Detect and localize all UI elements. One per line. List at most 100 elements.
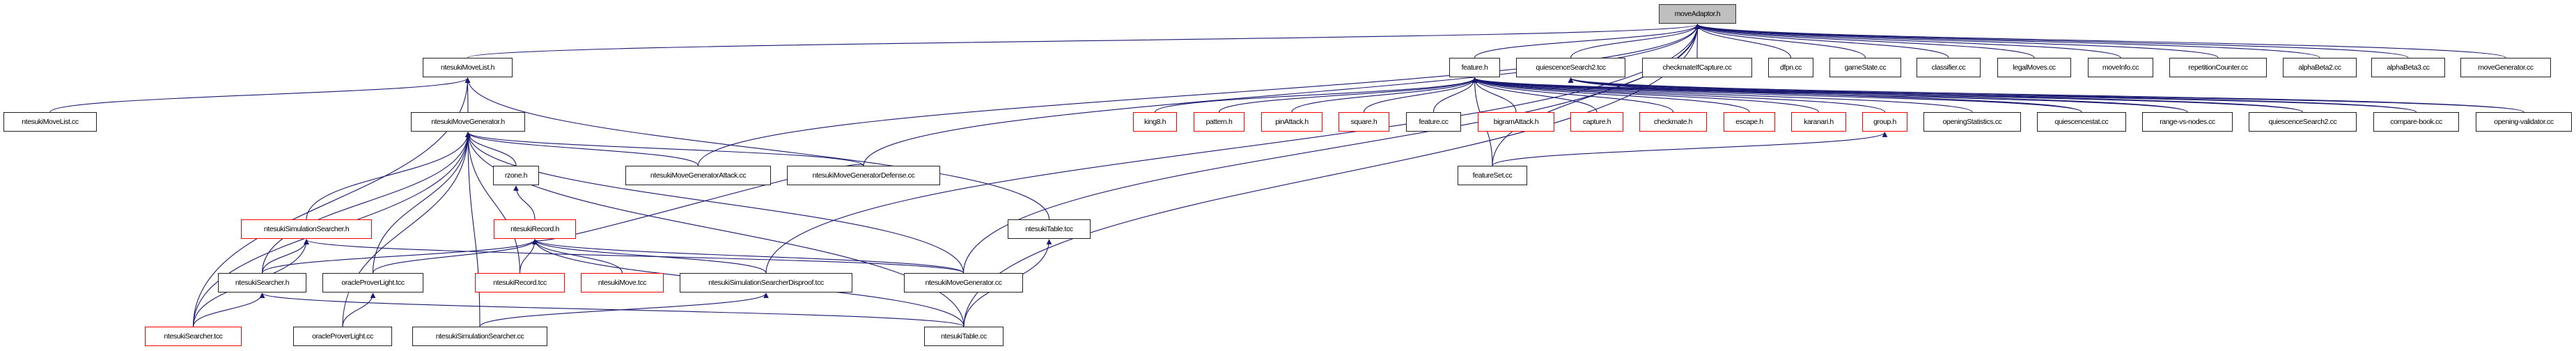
node-moveinfo-cc[interactable]: moveInfo.cc bbox=[2088, 58, 2153, 77]
node-ntesukimovegenerator-h[interactable]: ntesukiMoveGenerator.h bbox=[411, 112, 525, 132]
edge-repetitioncounter-cc-to-moveadaptor-h bbox=[1694, 24, 2219, 58]
node-ntesukirecord-tcc[interactable]: ntesukiRecord.tcc bbox=[475, 273, 565, 292]
node-oracleproverlight-cc[interactable]: oracleProverLight.cc bbox=[293, 327, 392, 346]
node-ntesukitable-tcc[interactable]: ntesukiTable.tcc bbox=[1008, 219, 1091, 239]
node-featureset-cc[interactable]: featureSet.cc bbox=[1458, 166, 1527, 185]
node-label: gameState.cc bbox=[1844, 63, 1887, 72]
node-checkmateifcapture-cc[interactable]: checkmateIfCapture.cc bbox=[1642, 58, 1752, 77]
edge-quiescencesearch2-cc-to-quiescencesearch2-tcc bbox=[1568, 77, 2304, 113]
node-quiescencestat-cc[interactable]: quiescencestat.cc bbox=[2037, 112, 2126, 132]
node-label: range-vs-nodes.cc bbox=[2160, 118, 2215, 126]
edge-ntesukirecord-tcc-to-ntesukirecord-h bbox=[519, 239, 538, 274]
node-openingstatistics-cc[interactable]: openingStatistics.cc bbox=[1923, 112, 2021, 132]
edge-alphabeta3-cc-to-moveadaptor-h bbox=[1694, 24, 2409, 58]
node-alphabeta2-cc[interactable]: alphaBeta2.cc bbox=[2283, 58, 2357, 77]
edge-ntesukimovegenerator-cc-to-ntesukimovegenerator-h bbox=[465, 132, 965, 274]
edge-karanari-h-to-feature-h bbox=[1472, 77, 1820, 113]
edge-compare-book-cc-to-quiescencesearch2-tcc bbox=[1568, 77, 2417, 113]
edge-ntesukisearcher-h-to-ntesukirecord-h bbox=[261, 239, 538, 274]
node-ntesukisearcher-h[interactable]: ntesukiSearcher.h bbox=[218, 273, 306, 292]
node-quiescencesearch2-cc[interactable]: quiescenceSearch2.cc bbox=[2249, 112, 2357, 132]
node-checkmate-h[interactable]: checkmate.h bbox=[1639, 112, 1707, 132]
node-gamestate-cc[interactable]: gameState.cc bbox=[1829, 58, 1901, 77]
node-alphabeta3-cc[interactable]: alphaBeta3.cc bbox=[2371, 58, 2445, 77]
node-ntesukitable-cc[interactable]: ntesukiTable.cc bbox=[924, 327, 1004, 346]
edge-ntesukisearcher-tcc-to-ntesukisearcher-h bbox=[192, 292, 265, 327]
node-legalmoves-cc[interactable]: legalMoves.cc bbox=[1997, 58, 2071, 77]
node-ntesukimove-tcc[interactable]: ntesukiMove.tcc bbox=[581, 273, 664, 292]
edge-ntesukirecord-h-to-rzone-h bbox=[513, 185, 536, 220]
edge-legalmoves-cc-to-moveadaptor-h bbox=[1694, 24, 2035, 58]
edge-featureset-cc-to-moveadaptor-h bbox=[1492, 24, 1701, 166]
node-label: moveAdaptor.h bbox=[1674, 10, 1721, 18]
node-label: ntesukiRecord.tcc bbox=[493, 279, 547, 287]
node-label: ntesukiTable.cc bbox=[941, 332, 987, 341]
node-label: bigramAttack.h bbox=[1493, 118, 1539, 126]
node-ntesukimovelist-cc[interactable]: ntesukiMoveList.cc bbox=[3, 112, 97, 132]
node-label: repetitionCounter.cc bbox=[2188, 63, 2248, 72]
node-label: square.h bbox=[1350, 118, 1377, 126]
node-label: openingStatistics.cc bbox=[1942, 118, 2002, 126]
edge-ntesukimovegenerator-cc-to-ntesukirecord-h bbox=[532, 239, 965, 274]
edge-ntesukisimulationsearcherdisproof-tcc-to-moveadaptor-h bbox=[765, 24, 1701, 274]
edge-square-h-to-feature-h bbox=[1363, 77, 1478, 113]
node-opening-validator-cc[interactable]: opening-validator.cc bbox=[2476, 112, 2572, 132]
node-rzone-h[interactable]: rzone.h bbox=[493, 166, 539, 185]
node-pattern-h[interactable]: pattern.h bbox=[1194, 112, 1244, 132]
node-label: pinAttack.h bbox=[1275, 118, 1309, 126]
node-compare-book-cc[interactable]: compare-book.cc bbox=[2373, 112, 2459, 132]
node-label: ntesukiRecord.h bbox=[510, 225, 559, 233]
edge-ntesukimovegeneratorattack-cc-to-moveadaptor-h bbox=[697, 24, 1701, 166]
node-classifier-cc[interactable]: classifier.cc bbox=[1917, 58, 1981, 77]
node-ntesukisimulationsearcherdisproof-tcc[interactable]: ntesukiSimulationSearcherDisproof.tcc bbox=[680, 273, 852, 292]
edge-ntesukimovegenerator-cc-to-ntesukisimulationsearcher-h bbox=[304, 239, 965, 274]
node-label: compare-book.cc bbox=[2390, 118, 2442, 126]
node-label: oracleProverLight.tcc bbox=[341, 279, 405, 287]
node-pinattack-h[interactable]: pinAttack.h bbox=[1261, 112, 1322, 132]
node-label: ntesukiTable.tcc bbox=[1025, 225, 1073, 233]
edge-gamestate-cc-to-moveadaptor-h bbox=[1694, 24, 1866, 58]
edge-openingstatistics-cc-to-feature-h bbox=[1472, 77, 1973, 113]
node-movegenerator-cc[interactable]: moveGenerator.cc bbox=[2460, 58, 2551, 77]
node-capture-h[interactable]: capture.h bbox=[1570, 112, 1623, 132]
node-quiescencesearch2-tcc[interactable]: quiescenceSearch2.tcc bbox=[1516, 58, 1625, 77]
node-ntesukisimulationsearcher-h[interactable]: ntesukiSimulationSearcher.h bbox=[241, 219, 372, 239]
node-label: ntesukiSearcher.h bbox=[235, 279, 290, 287]
edge-ntesukimovegenerator-h-to-ntesukimovelist-h bbox=[465, 77, 471, 113]
edge-king8-h-to-feature-h bbox=[1154, 77, 1478, 113]
node-bigramattack-h[interactable]: bigramAttack.h bbox=[1478, 112, 1554, 132]
node-ntesukisimulationsearcher-cc[interactable]: ntesukiSimulationSearcher.cc bbox=[412, 327, 547, 346]
edge-classifier-cc-to-moveadaptor-h bbox=[1694, 24, 1949, 58]
node-label: ntesukiMoveList.h bbox=[440, 63, 495, 72]
node-karanari-h[interactable]: karanari.h bbox=[1791, 112, 1846, 132]
node-label: feature.cc bbox=[1419, 118, 1449, 126]
node-ntesukimovegenerator-cc[interactable]: ntesukiMoveGenerator.cc bbox=[904, 273, 1023, 292]
edge-movegenerator-cc-to-moveadaptor-h bbox=[1694, 24, 2506, 58]
node-ntesukimovegeneratorattack-cc[interactable]: ntesukiMoveGeneratorAttack.cc bbox=[625, 166, 771, 185]
node-group-h[interactable]: group.h bbox=[1862, 112, 1907, 132]
node-moveadaptor-h[interactable]: moveAdaptor.h bbox=[1659, 4, 1736, 24]
node-range-vs-nodes-cc[interactable]: range-vs-nodes.cc bbox=[2142, 112, 2233, 132]
node-escape-h[interactable]: escape.h bbox=[1724, 112, 1775, 132]
node-dfpn-cc[interactable]: dfpn.cc bbox=[1768, 58, 1813, 77]
edge-quiescencesearch2-tcc-to-moveadaptor-h bbox=[1570, 24, 1701, 58]
node-label: king8.h bbox=[1143, 118, 1166, 126]
node-label: ntesukiSimulationSearcher.cc bbox=[435, 332, 524, 341]
node-ntesukisearcher-tcc[interactable]: ntesukiSearcher.tcc bbox=[145, 327, 242, 346]
node-label: rzone.h bbox=[504, 171, 528, 180]
node-label: ntesukiSearcher.tcc bbox=[164, 332, 223, 341]
node-feature-h[interactable]: feature.h bbox=[1449, 58, 1500, 77]
node-repetitioncounter-cc[interactable]: repetitionCounter.cc bbox=[2169, 58, 2267, 77]
node-oracleproverlight-tcc[interactable]: oracleProverLight.tcc bbox=[322, 273, 423, 292]
node-square-h[interactable]: square.h bbox=[1338, 112, 1389, 132]
node-king8-h[interactable]: king8.h bbox=[1133, 112, 1177, 132]
node-ntesukimovegeneratordefense-cc[interactable]: ntesukiMoveGeneratorDefense.cc bbox=[787, 166, 940, 185]
edge-ntesukisimulationsearcher-h-to-ntesukimovegenerator-h bbox=[306, 132, 471, 220]
node-feature-cc[interactable]: feature.cc bbox=[1406, 112, 1461, 132]
edge-ntesukisimulationsearcher-cc-to-ntesukimovegenerator-h bbox=[465, 132, 481, 327]
node-label: oracleProverLight.cc bbox=[312, 332, 373, 341]
node-ntesukimovelist-h[interactable]: ntesukiMoveList.h bbox=[423, 58, 513, 77]
node-ntesukirecord-h[interactable]: ntesukiRecord.h bbox=[494, 219, 576, 239]
edge-checkmate-h-to-feature-h bbox=[1472, 77, 1674, 113]
